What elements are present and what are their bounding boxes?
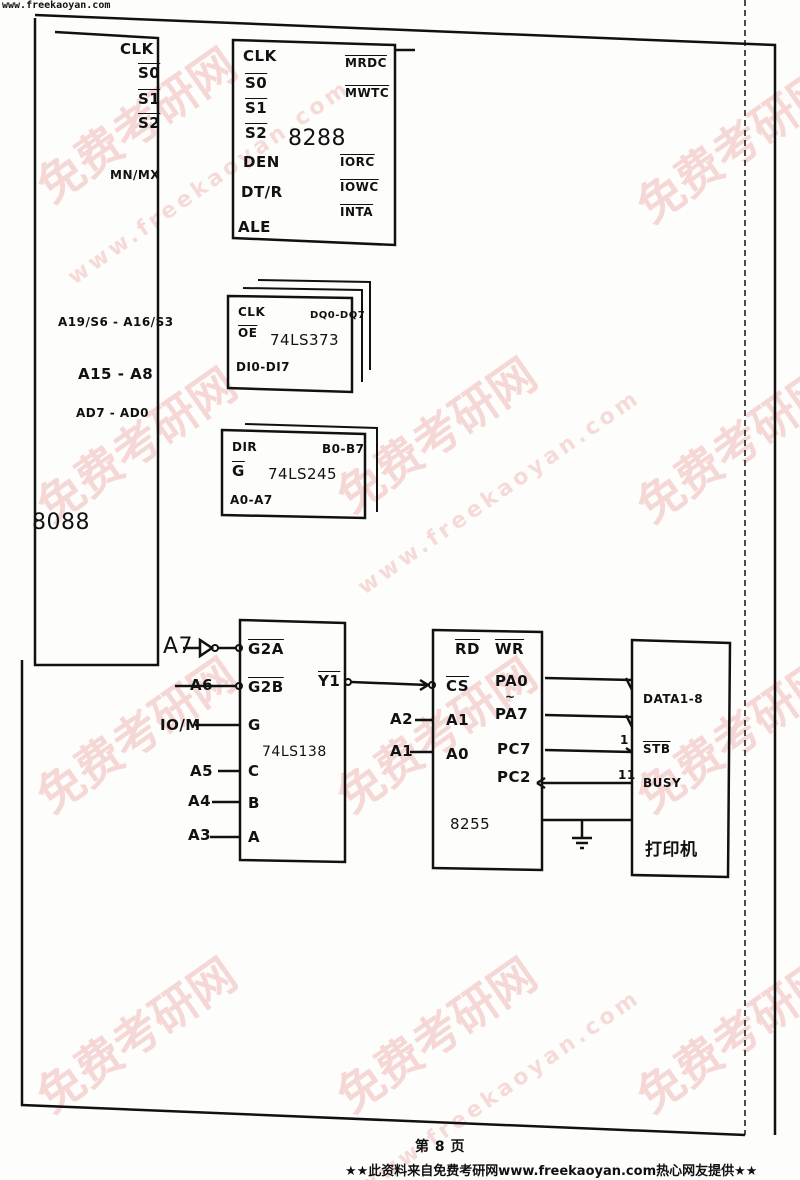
dec-pin: G	[248, 716, 261, 734]
printer-pin: BUSY	[643, 776, 682, 790]
ppi-pin-range: ~	[505, 690, 516, 704]
latch-name: 74LS373	[270, 331, 340, 349]
printer-pin: DATA1-8	[643, 692, 704, 706]
footer-note: ★★此资料来自免费考研网www.freekaoyan.com热心网友提供★★	[345, 1164, 758, 1179]
ppi-pin: PA7	[495, 705, 529, 723]
dec-input-a6: A6	[190, 676, 214, 694]
printer-name: 打印机	[645, 840, 698, 860]
ppi-pin: WR	[495, 640, 525, 658]
xcvr-pin: DIR	[232, 440, 258, 454]
bc-pin: CLK	[243, 47, 277, 65]
latch-pin: CLK	[238, 305, 266, 319]
latch-pin: DQ0-DQ7	[310, 310, 366, 321]
ppi-pin: RD	[455, 640, 481, 658]
dec-input-a4: A4	[188, 792, 212, 810]
decoder-box	[238, 618, 347, 864]
bc-pin: IORC	[340, 155, 375, 169]
printer-mark: 1	[620, 733, 629, 747]
ppi-box	[431, 628, 544, 872]
cpu-pin-s1: S1	[138, 90, 161, 108]
xcvr-pin: B0-B7	[322, 442, 365, 456]
cpu-pin-a15-a8: A15 - A8	[78, 365, 154, 383]
ppi-input-a1: A1	[390, 742, 414, 760]
dec-name: 74LS138	[262, 744, 327, 760]
ppi-pin-cs: CS	[446, 677, 470, 695]
ppi-pin: PA0	[495, 672, 529, 690]
dec-pin: A	[248, 828, 261, 846]
cpu-pin-s0: S0	[138, 64, 161, 82]
cpu-pin-ad7-ad0: AD7 - AD0	[76, 406, 150, 420]
bc-pin: DT/R	[241, 183, 283, 201]
printer-mark: 11	[618, 768, 636, 782]
bc-pin: ALE	[238, 218, 271, 236]
dec-input-iom: IO/M	[160, 716, 201, 734]
ppi-pin: A0	[446, 745, 470, 763]
bus-controller-box	[231, 38, 415, 247]
dec-pin-y1: Y1	[318, 672, 341, 690]
cpu-name: 8088	[32, 510, 90, 535]
transceiver-box	[220, 428, 367, 520]
printer-pin: STB	[643, 742, 671, 756]
dec-input-a7: A7	[163, 634, 194, 659]
dec-pin: B	[248, 794, 260, 812]
cpu-pin-clk: CLK	[120, 40, 154, 58]
ppi-pin: PC7	[497, 740, 531, 758]
bc-pin: S0	[245, 74, 268, 92]
bc-pin: MRDC	[345, 56, 387, 70]
ppi-name: 8255	[450, 815, 491, 833]
bc-pin: IOWC	[340, 180, 379, 194]
dec-input-a3: A3	[188, 826, 212, 844]
page-frame	[20, 13, 777, 1137]
dec-input-a5: A5	[190, 762, 214, 780]
latch-box	[226, 294, 354, 394]
bc-name: 8288	[288, 126, 346, 151]
ppi-pin: A1	[446, 711, 470, 729]
ppi-pin: PC2	[497, 768, 531, 786]
bc-pin: S2	[245, 124, 268, 142]
ppi-input-a2: A2	[390, 710, 414, 728]
bc-pin: DEN	[243, 153, 280, 171]
xcvr-name: 74LS245	[268, 465, 338, 483]
cpu-8088-box	[33, 18, 160, 667]
cpu-pin-mn-mx: MN/MX	[110, 168, 161, 182]
dec-pin: C	[248, 762, 260, 780]
cpu-pin-s2: S2	[138, 114, 161, 132]
latch-pin: OE	[238, 326, 258, 340]
dec-pin: G2A	[248, 640, 284, 658]
cpu-pin-a19-a16: A19/S6 - A16/S3	[58, 315, 174, 329]
latch-pin: DI0-DI7	[236, 360, 291, 374]
xcvr-pin: A0-A7	[230, 493, 273, 507]
bc-pin: MWTC	[345, 86, 390, 100]
bc-pin: S1	[245, 99, 268, 117]
bc-pin: INTA	[340, 205, 374, 219]
printer-box	[630, 638, 732, 879]
xcvr-pin: G	[232, 462, 245, 480]
page-number: 第 8 页	[415, 1139, 465, 1155]
dec-pin: G2B	[248, 678, 284, 696]
site-header: www.freekaoyan.com	[2, 0, 111, 11]
